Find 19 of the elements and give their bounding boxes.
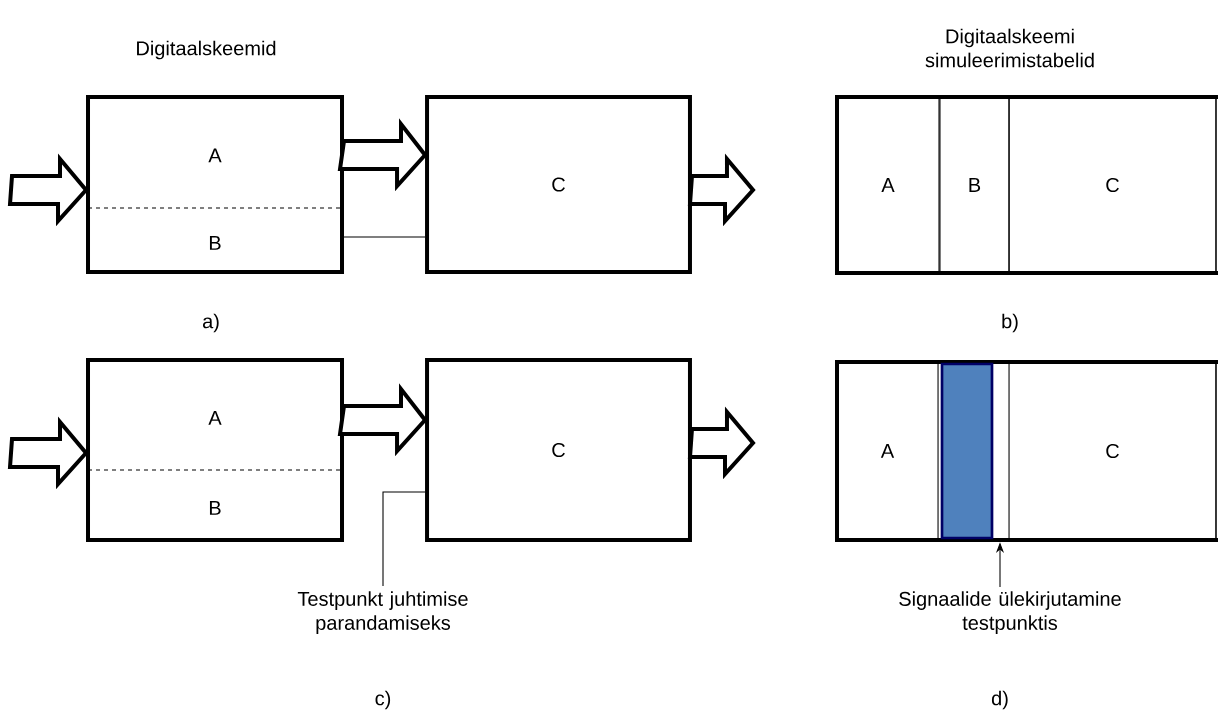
- block-box: C: [425, 95, 692, 274]
- block-box: A B: [86, 358, 344, 542]
- connection-line: [343, 236, 426, 238]
- panel-label: a): [202, 313, 219, 333]
- panel-label: b): [1002, 313, 1018, 333]
- table-cell: C: [1008, 96, 1217, 274]
- table-cell: A: [836, 361, 939, 541]
- panel-label: d): [991, 690, 1008, 710]
- leader-line: [382, 491, 426, 587]
- panel-heading: Digitaalskeemi simuleerimistabelid: [925, 28, 1094, 68]
- panel-label: c): [375, 690, 391, 710]
- table-cell: C: [1008, 361, 1217, 541]
- annotation-text: Signaalide ülekirjutamine testpunktis: [899, 591, 1121, 634]
- highlight-bar: [940, 362, 994, 540]
- block-box: C: [425, 358, 692, 542]
- panel-heading: Digitaalskeemid: [137, 40, 276, 60]
- annotation-text: Testpunkt juhtimise parandamiseks: [297, 591, 468, 634]
- table-cell: A: [836, 96, 940, 274]
- table-cell: B: [939, 96, 1010, 274]
